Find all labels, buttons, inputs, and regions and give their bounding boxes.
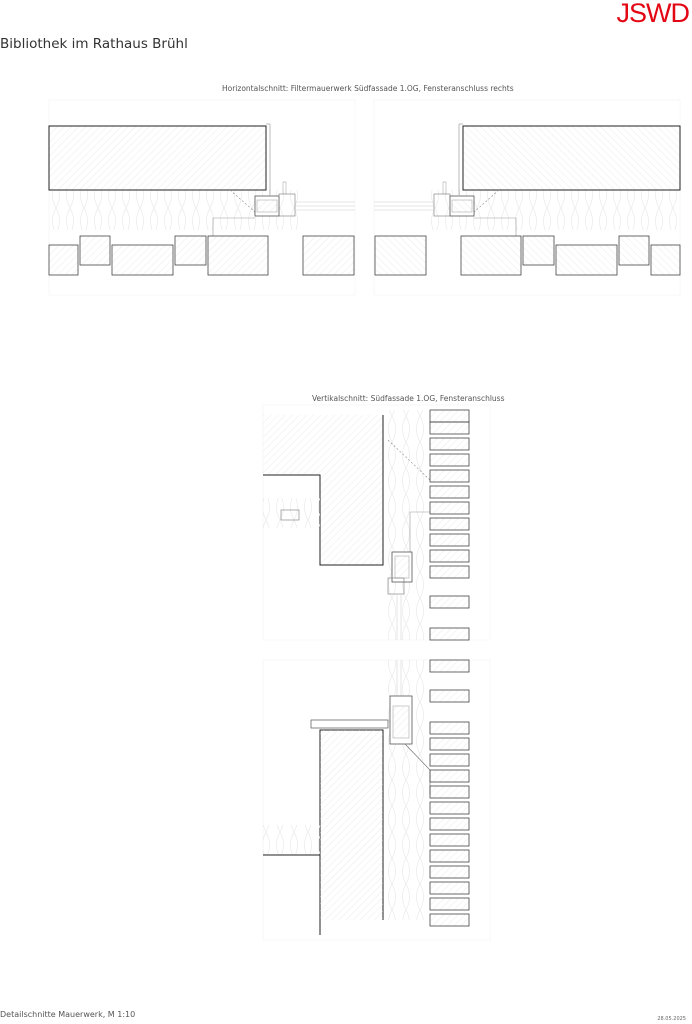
jswd-logo: JSWD bbox=[616, 0, 690, 28]
plot-date: 28.05.2025 bbox=[657, 1016, 686, 1022]
horizontal-section-caption: Horizontalschnitt: Filtermauerwerk Südfa… bbox=[222, 84, 514, 93]
sheet-title: Detailschnitte Mauerwerk, M 1:10 bbox=[0, 1010, 136, 1019]
horizontal-section-drawing bbox=[48, 99, 681, 296]
vertical-section-drawing bbox=[262, 404, 491, 941]
vertical-section-caption: Vertikalschnitt: Südfassade 1.OG, Fenste… bbox=[312, 394, 505, 403]
project-title: Bibliothek im Rathaus Brühl bbox=[0, 36, 188, 52]
